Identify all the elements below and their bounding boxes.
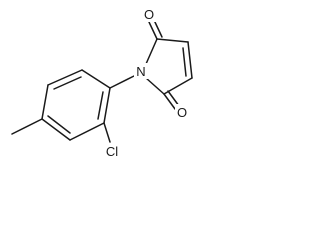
- bond-ring-3: [41, 84, 49, 120]
- bond-ring-2: [47, 69, 83, 86]
- bond-carbonyl-upper-a: [148, 21, 158, 40]
- bond-ring-inner-a: [53, 76, 82, 90]
- bond-c-c-ring-double-inner: [182, 47, 187, 77]
- bond-ring-inner-b: [47, 115, 71, 134]
- bond-ring-6: [103, 87, 111, 124]
- bond-c-c-upper: [156, 38, 189, 43]
- bond-carbonyl-lower-a: [163, 93, 176, 110]
- bond-c-cl: [103, 122, 111, 143]
- atom-cl: Cl: [106, 144, 118, 159]
- label-mask-o-top: [142, 6, 156, 22]
- atom-n: N: [136, 64, 145, 79]
- bond-ring-1: [81, 69, 111, 89]
- bond-carbonyl-upper-b: [153, 19, 163, 38]
- bond-c-c-ring-double-outer: [187, 41, 193, 79]
- atom-o-top: O: [144, 7, 154, 22]
- bond-methyl: [11, 118, 43, 135]
- bond-ring-5: [69, 122, 105, 141]
- bond-c-n-lower: [145, 77, 165, 95]
- bond-ring-inner-c: [97, 91, 104, 120]
- atom-o-bottom: O: [177, 105, 187, 120]
- bond-carbonyl-lower-b: [167, 90, 180, 107]
- label-mask-o-bottom: [175, 104, 189, 120]
- bond-n-c-upper: [145, 38, 158, 65]
- molecule-structure: O N O Cl: [11, 6, 193, 159]
- bond-n-aryl: [109, 75, 135, 89]
- label-mask-n: [134, 63, 148, 79]
- label-mask-cl: [102, 143, 122, 159]
- bond-ring-4: [41, 118, 71, 141]
